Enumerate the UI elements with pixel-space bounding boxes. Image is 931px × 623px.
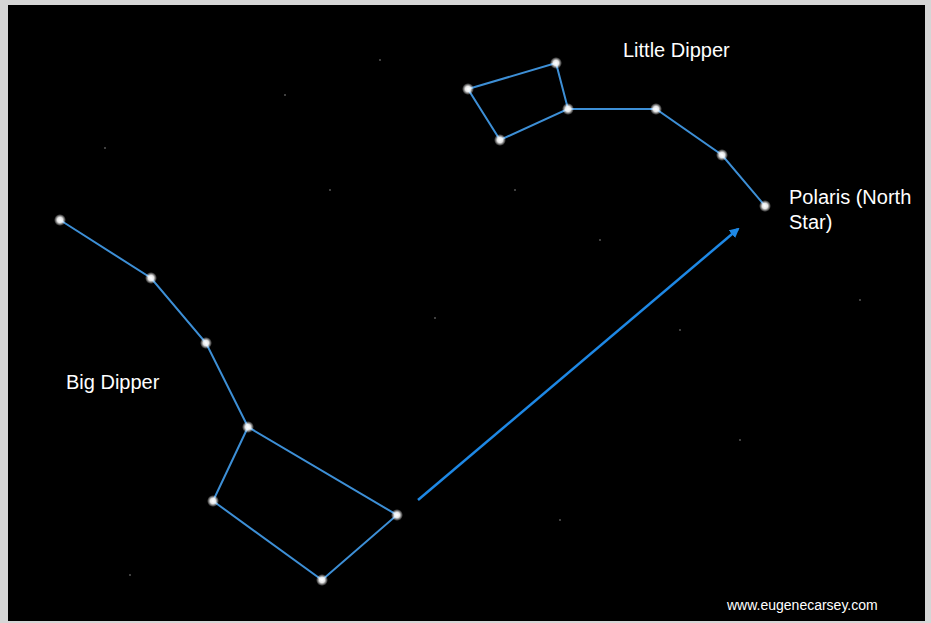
constellation-label: Little Dipper xyxy=(623,38,783,63)
star-label: Polaris (North Star) xyxy=(789,185,921,235)
night-sky xyxy=(8,5,925,621)
constellation-label: Big Dipper xyxy=(66,370,206,395)
pointer-arrow xyxy=(418,229,738,500)
faint-stars xyxy=(104,59,861,576)
stars xyxy=(54,57,771,586)
watermark: www.eugenecarsey.com xyxy=(727,597,923,615)
constellation-lines xyxy=(60,63,765,580)
